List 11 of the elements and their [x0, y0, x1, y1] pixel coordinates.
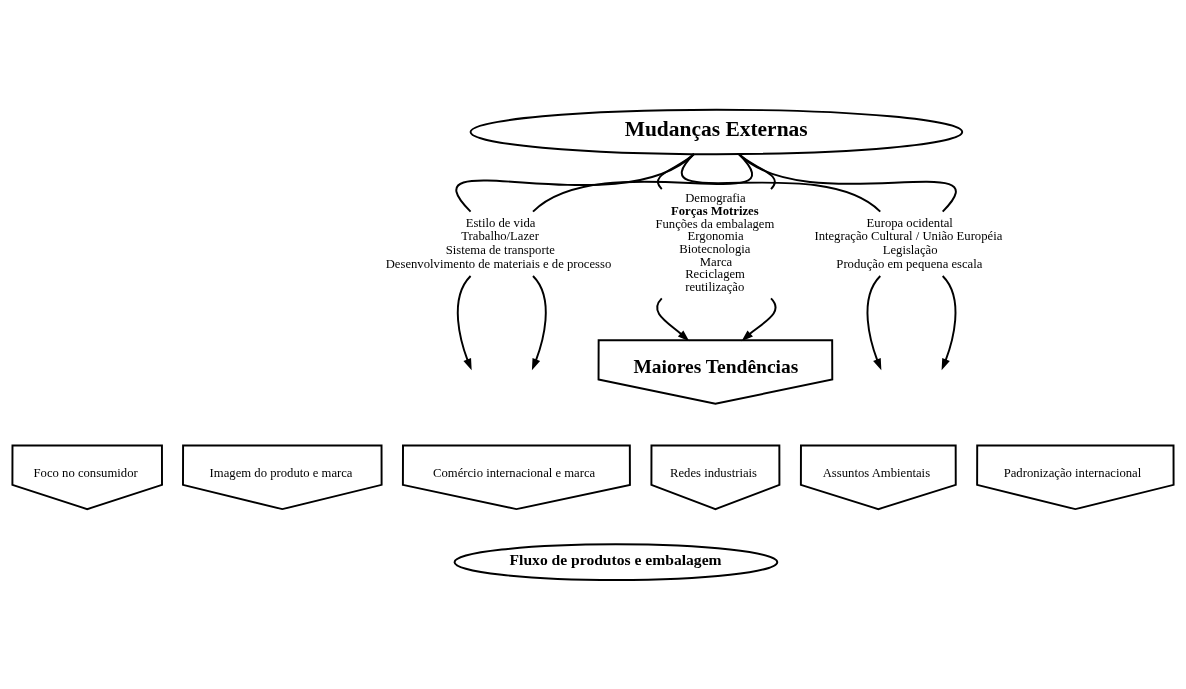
node-text: Europa ocidental Integração Cultural / União Européia Legislação Produção em pequena escala [814, 215, 1003, 271]
connector [737, 152, 957, 213]
arrow [456, 274, 472, 370]
node-ellipse: Fluxo de produtos e embalagem [453, 542, 779, 581]
arrow [866, 274, 882, 370]
arrow [531, 274, 547, 370]
arrow [941, 274, 957, 370]
node-text: Demografia Forças Motrizes Funções da embalagem Ergonomia Biotecnologia Marca Reciclagem reutilização [655, 190, 775, 294]
node-ellipse: Mudanças Externas [469, 108, 964, 155]
node-text: Estilo de vida Trabalho/Lazer Sistema de transporte Desenvolvimento de materiais e de processo [385, 215, 612, 271]
connector [681, 152, 882, 213]
